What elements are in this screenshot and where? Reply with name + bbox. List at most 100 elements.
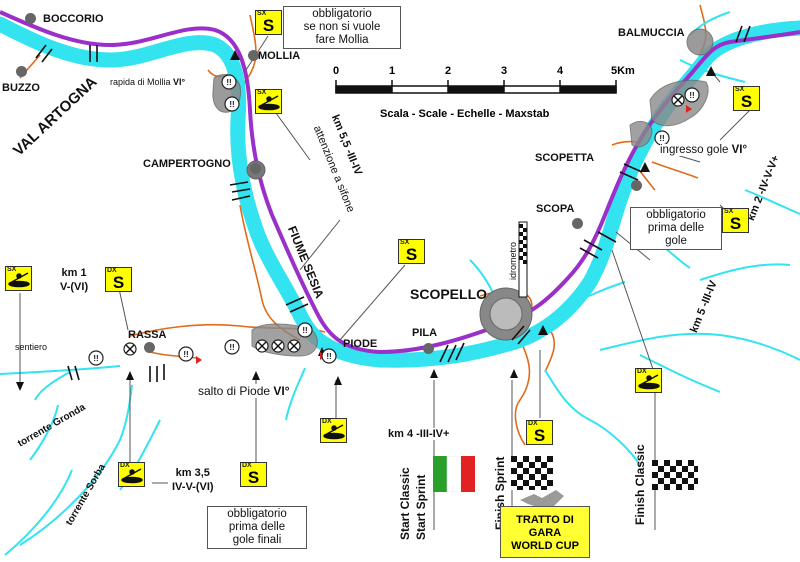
scale-tick-0: 0 [333,65,340,77]
kayaker-icon [121,468,143,484]
start-classic-label: Start Classic [398,467,412,540]
town-campertogno: CAMPERTOGNO [143,158,231,170]
note-gole-finali-line-1: obbligatorio [227,508,287,520]
kayak-tag: DX [120,462,130,469]
salto-piode-text: salto di Piode [198,384,271,398]
rassa-dot [144,342,155,353]
salto-piode-grade: VI° [273,384,290,398]
sign-letter: S [405,245,418,264]
kayaker-icon [323,424,345,440]
tratto-line-1: TRATTO DI [516,514,574,526]
km-1-line-2: V-(VI) [60,281,89,293]
scopetta-dot [631,180,642,191]
salto-piode-label: salto di Piode VI° [198,384,290,398]
kayak-sign-rassa: SX [5,266,32,291]
kayak-sign-sorba: DX [118,462,145,487]
svg-text:!!: !! [93,354,98,363]
town-scopello: SCOPELLO [410,286,488,302]
pila-dot [423,343,434,354]
kayak-tag: SX [7,266,17,273]
scale-tick-5: 5Km [611,65,635,77]
svg-text:!!: !! [183,350,188,359]
rapida-mollia-grade: VI° [173,77,186,87]
rapida-mollia-text: rapida di Mollia [110,77,171,87]
tratto-gara-world-cup: TRATTO DI GARA WORLD CUP [500,506,590,558]
sign-letter: S [729,214,742,233]
ingresso-gole-label: ingresso gole VI° [660,144,748,156]
idrometro-post [518,221,528,298]
sign-letter: S [247,468,260,487]
scale-tick-4: 4 [557,65,564,77]
town-mollia: MOLLIA [258,50,301,62]
sign-tag: SX [735,86,745,93]
note-gole-line-2: prima delle [647,222,705,234]
town-boccorio: BOCCORIO [43,13,104,25]
kayaker-icon [258,95,280,111]
km-4-label: km 4 -III-IV+ [388,428,450,440]
town-rassa: RASSA [128,329,167,341]
river-ticks [35,25,751,382]
tributaries [0,11,800,556]
finish-classic-label: Finish Classic [633,444,647,525]
note-gole: obbligatorio prima delle gole [630,207,722,250]
sign-letter: S [262,16,275,35]
svg-text:!!: !! [302,326,307,335]
sign-letter: S [740,92,753,111]
town-pila: PILA [412,327,438,339]
sign-letter: S [533,426,546,445]
trails [19,4,707,446]
kayak-tag: SX [257,89,267,96]
km-3-5-label: km 3,5 IV-V-(VI) [172,466,214,494]
scopa-dot [572,218,583,229]
kayak-tag: DX [322,418,332,425]
sign-tag: DX [107,267,117,274]
km-3-5-line-1: km 3,5 [175,467,210,479]
kayaker-icon [638,374,660,390]
sign-tag: SX [400,239,410,246]
note-gole-finali-line-2: prima delle [228,521,286,533]
worldcup-logo [520,490,564,508]
kayak-tag: DX [637,368,647,375]
italian-flag-icon [433,456,475,492]
note-mollia-line-3: fare Mollia [315,34,369,46]
scale-caption: Scala - Scale - Echelle - Maxstab [380,108,550,120]
danger-markers: !!!! !!!! !!!! !!!! !! [88,74,700,366]
km-1-label: km 1 V-(VI) [60,266,88,294]
finish-sprint-flag-icon [511,456,553,490]
note-mollia-line-2: se non si vuole [303,21,381,33]
campertogno-dot [250,163,261,174]
start-sprint-label: Start Sprint [414,474,428,540]
scale-tick-1: 1 [389,65,396,77]
finish-classic-flag-icon [652,460,698,490]
buzzo-dot [16,66,27,77]
tratto-line-3: WORLD CUP [511,540,579,552]
km-3-5-line-2: IV-V-(VI) [172,481,214,493]
scale-bar [335,80,617,94]
svg-text:!!: !! [659,134,664,143]
sign-tag: DX [242,462,252,469]
svg-text:!!: !! [229,100,234,109]
sign-tag: DX [528,420,538,427]
kayak-sign-classic: DX [635,368,662,393]
ingresso-gole-text: ingresso gole [660,144,729,156]
town-balmuccia: BALMUCCIA [618,27,685,39]
kayak-sign-piode: DX [320,418,347,443]
kayak-sign-mollia: SX [255,89,282,114]
mollia-dot [248,50,259,61]
river-sesia [0,16,800,368]
tratto-line-2: GARA [528,527,562,539]
scale-tick-2: 2 [445,65,452,77]
scale-tick-3: 3 [501,65,508,77]
sign-tag: SX [257,10,267,17]
note-mollia-line-1: obbligatorio [312,8,372,20]
svg-text:!!: !! [226,78,231,87]
town-scopetta: SCOPETTA [535,152,595,164]
